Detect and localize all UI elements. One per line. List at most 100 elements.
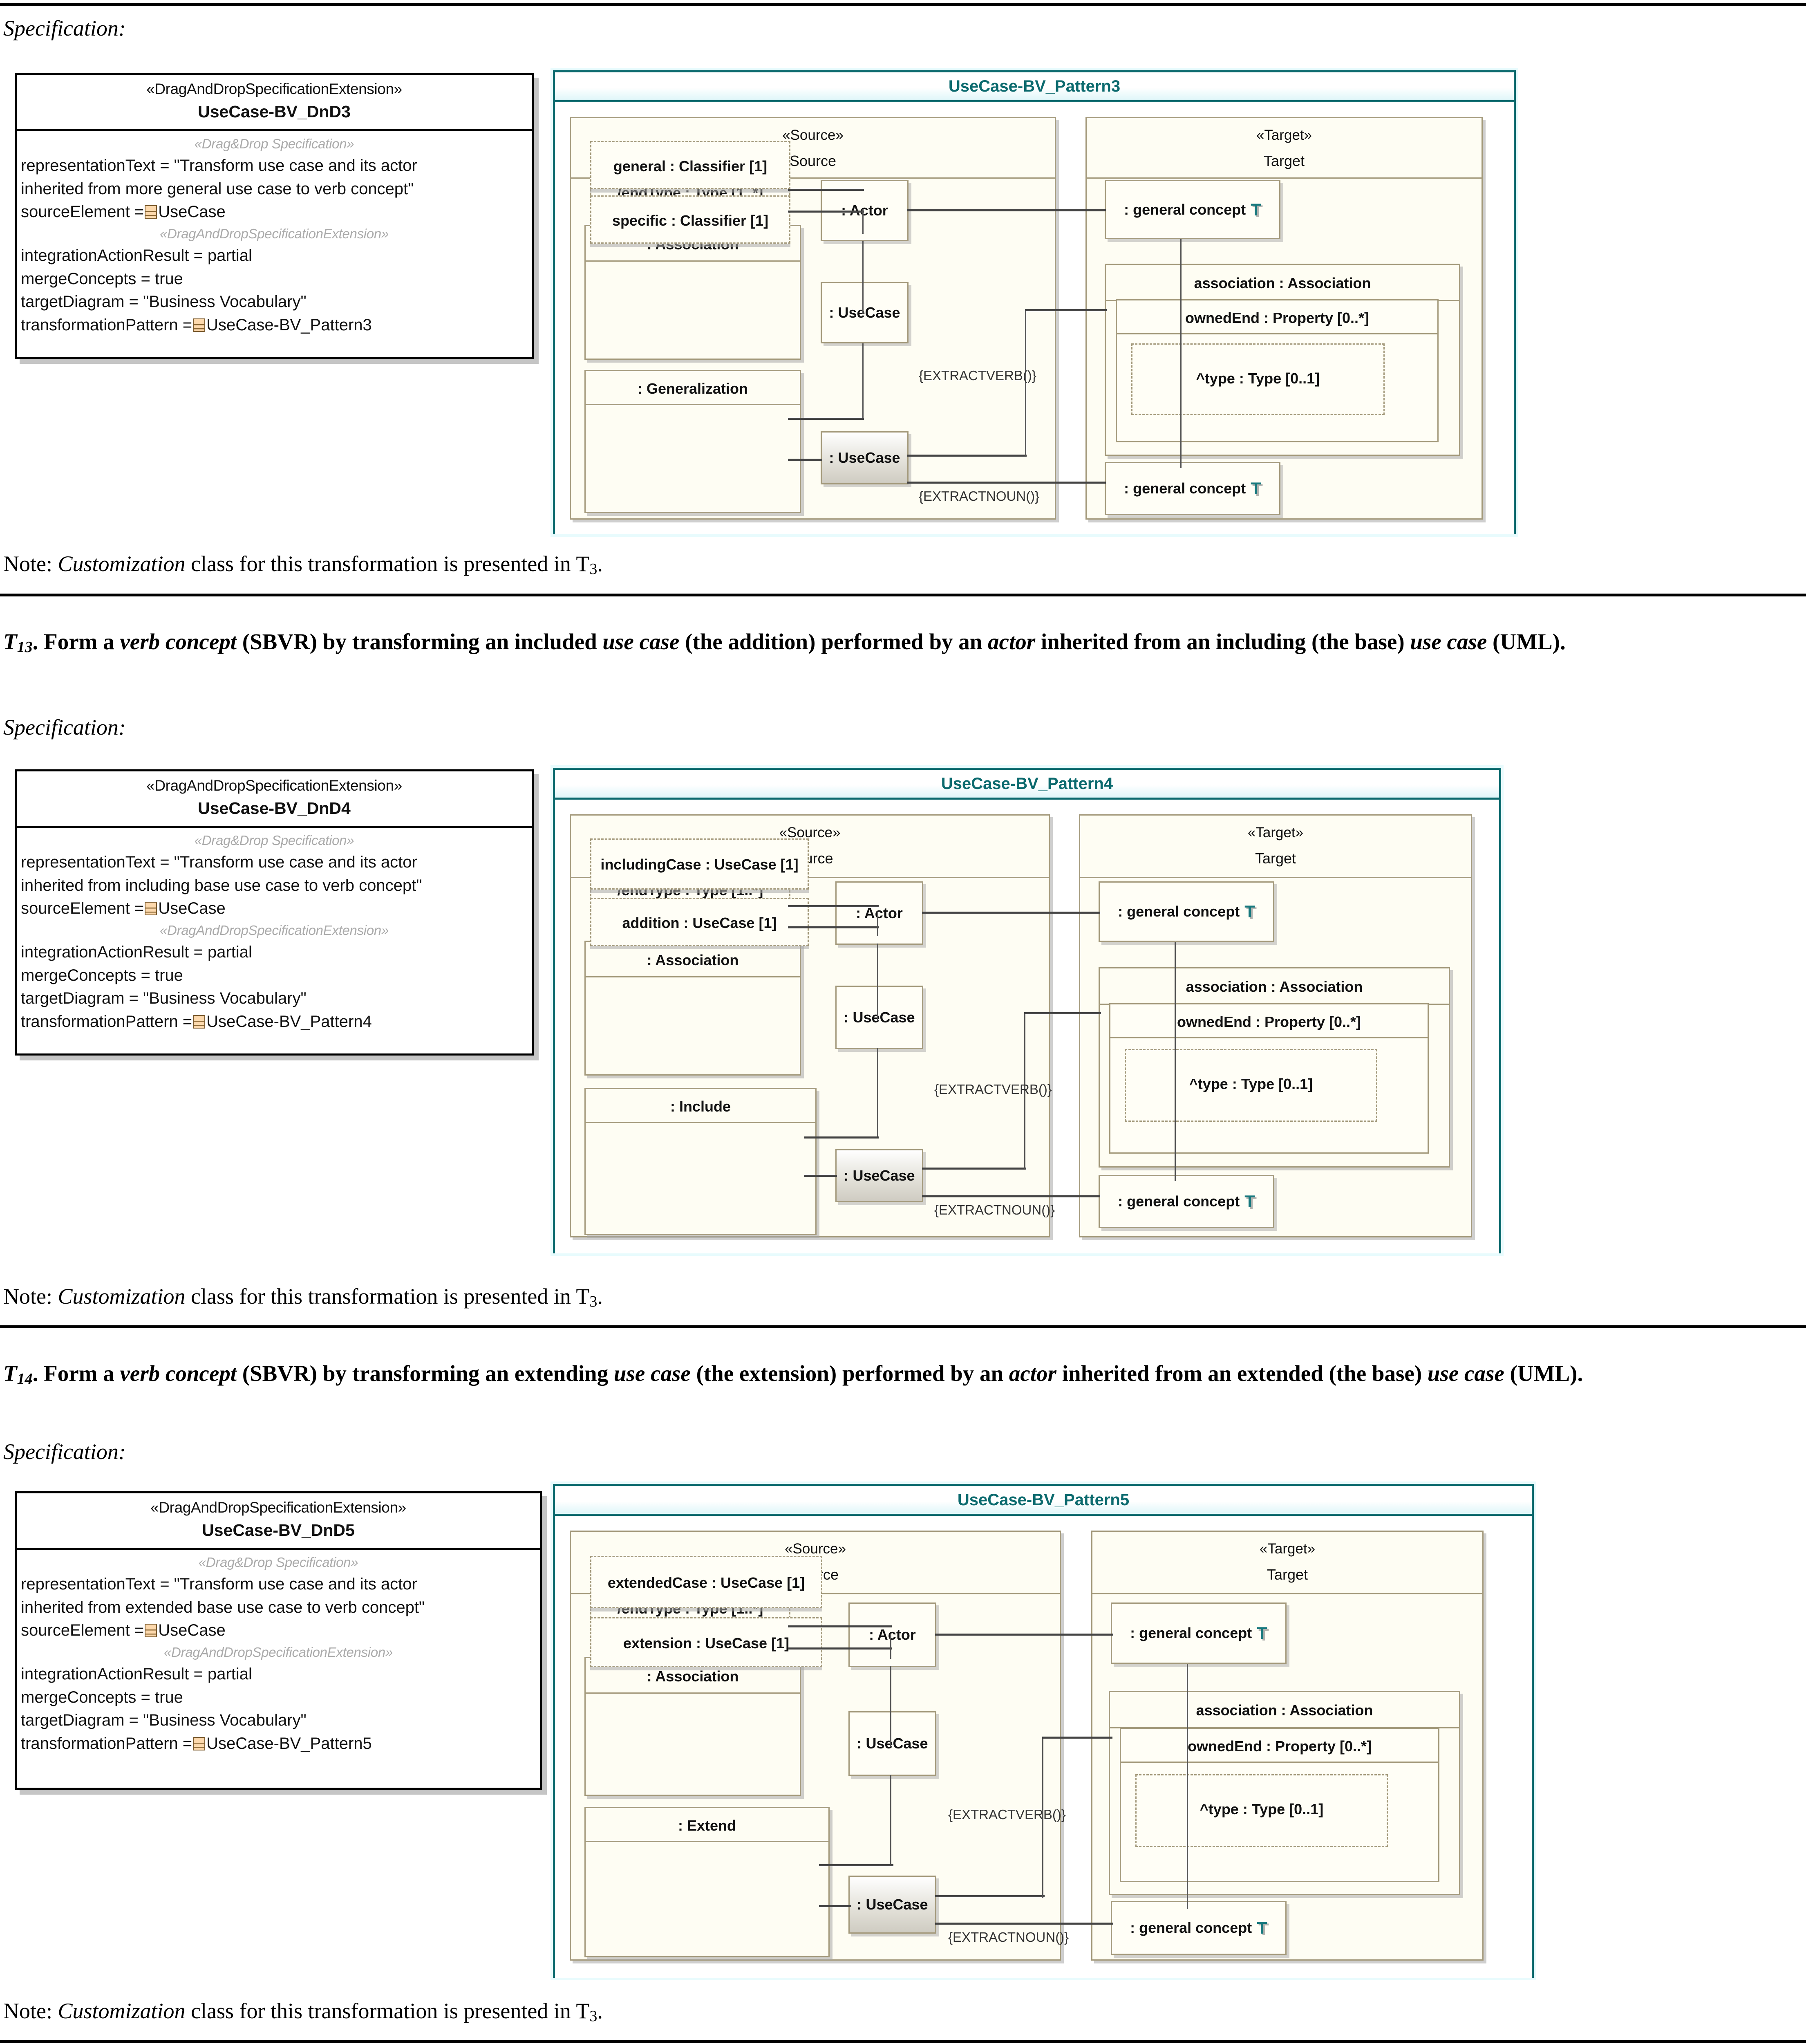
pattern-body-5: «Source» Source «Target» Target : Associ…	[555, 1516, 1532, 1978]
target-stereotype: «Target»	[1247, 825, 1304, 840]
relation-box-5: : Extend	[584, 1807, 830, 1957]
usecase-top-label: : UseCase	[844, 1009, 915, 1026]
general-concept-bottom-label: : general concept	[1130, 1919, 1252, 1936]
general-concept-bottom-3: : general concept T	[1105, 462, 1280, 515]
spec-group-stereotype-1: «Drag&Drop Specification»	[198, 1555, 358, 1570]
spec-group-stereotype-1: «Drag&Drop Specification»	[194, 833, 354, 848]
connector-usecase-to-extractverb	[922, 1168, 1026, 1170]
relation-attr-1-label: extendedCase : UseCase [1]	[607, 1574, 805, 1591]
connector-actor-down	[877, 944, 878, 1021]
spec-stereotype: «DragAndDropSpecificationExtension»	[150, 1499, 406, 1516]
note-line-2: Note: Customization class for this trans…	[3, 1284, 603, 1311]
general-concept-top-3: : general concept T	[1105, 180, 1280, 239]
connector-usecase-to-generalconcept	[922, 1195, 1100, 1197]
usecase-bottom-label: : UseCase	[844, 1167, 915, 1184]
note-line-1: Note: Customization class for this trans…	[3, 551, 603, 578]
connector-extractverb-vertical	[1025, 310, 1026, 456]
spec-class-box-dnd3: «DragAndDropSpecificationExtension» UseC…	[15, 73, 534, 359]
usecase-top-label: : UseCase	[829, 304, 900, 321]
note-rest: class for this transformation is present…	[185, 1284, 590, 1309]
connector-endtype-to-usecase	[788, 211, 864, 213]
spec-header-1: «DragAndDropSpecificationExtension» UseC…	[17, 75, 532, 132]
usecase-top-label: : UseCase	[857, 1735, 928, 1752]
relation-attr-2-4: addition : UseCase [1]	[590, 898, 809, 946]
target-name: Target	[1263, 152, 1305, 169]
source-stereotype: «Source»	[782, 127, 844, 143]
usecase-bottom-label: : UseCase	[857, 1896, 928, 1913]
actor-label: : Actor	[869, 1626, 916, 1643]
specification-label-2: Specification:	[3, 715, 126, 740]
horizontal-rule-top	[0, 3, 1806, 6]
connector-usecase-to-generalconcept	[907, 482, 1106, 484]
spec-attr-pattern-label: transformationPattern =	[21, 316, 192, 334]
actor-label: : Actor	[856, 904, 903, 921]
connector-extractverb-to-ownedend	[1024, 1012, 1101, 1014]
spec-attr-merge: mergeConcepts = true	[21, 269, 183, 288]
note-end: .	[597, 1284, 603, 1309]
note-line-3: Note: Customization class for this trans…	[3, 1998, 603, 2025]
pattern-diagram-4: UseCase-BV_Pattern4 «Source» Source «Tar…	[553, 768, 1501, 1253]
connector-actor-to-concept	[907, 209, 1106, 211]
spec-body-1: «Drag&Drop Specification» representation…	[17, 131, 532, 344]
specification-label-3: Specification:	[3, 1439, 126, 1464]
type-attr-label: ^type : Type [0..1]	[1189, 1076, 1313, 1092]
spec-attr-integration: integrationActionResult = partial	[21, 1665, 252, 1683]
type-attr-box-4: ^type : Type [0..1]	[1125, 1049, 1377, 1122]
horizontal-rule-2	[0, 1325, 1806, 1328]
connector-endtype-to-actor	[788, 1625, 892, 1627]
spec-attr-representation-line1: representationText = "Transform use case…	[21, 853, 417, 871]
usecase-node-top-5: : UseCase	[848, 1711, 936, 1776]
general-concept-top-5: : general concept T	[1111, 1602, 1287, 1664]
spec-group-stereotype-2: «DragAndDropSpecificationExtension»	[159, 226, 389, 242]
general-concept-top-label: : general concept	[1130, 1625, 1252, 1641]
connector-usecase-vertical	[877, 912, 878, 936]
connector-extendedcase	[819, 1864, 893, 1866]
type-attr-box-5: ^type : Type [0..1]	[1135, 1774, 1388, 1847]
spec-header-3: «DragAndDropSpecificationExtension» UseC…	[17, 1493, 540, 1550]
relation-title: : Include	[670, 1098, 731, 1115]
usecase-node-bottom-5: : UseCase	[848, 1876, 936, 1934]
owned-end-label: ownedEnd : Property [0..*]	[1177, 1013, 1361, 1030]
target-stereotype: «Target»	[1256, 127, 1312, 143]
spec-attr-representation-line2: inherited from extended base use case to…	[21, 1598, 425, 1616]
usecase-node-bottom-4: : UseCase	[835, 1149, 923, 1202]
target-name: Target	[1255, 850, 1296, 867]
source-stereotype: «Source»	[785, 1541, 846, 1557]
note-subscript: 3	[589, 2007, 598, 2025]
spec-attr-target-diagram: targetDiagram = "Business Vocabulary"	[21, 293, 307, 311]
spec-group-stereotype-2: «DragAndDropSpecificationExtension»	[163, 1645, 393, 1660]
spec-attr-representation-line2: inherited from more general use case to …	[21, 179, 414, 198]
spec-attr-merge: mergeConcepts = true	[21, 966, 183, 984]
spec-body-3: «Drag&Drop Specification» representation…	[17, 1550, 540, 1763]
association-box-5: : Association	[584, 1657, 801, 1796]
note-subscript: 3	[589, 1293, 598, 1310]
class-icon	[145, 1624, 157, 1638]
connector-endtype-to-actor	[788, 905, 879, 907]
owned-end-separator	[1117, 333, 1437, 334]
association-separator	[586, 260, 800, 262]
usecase-bottom-label: : UseCase	[829, 449, 900, 466]
spec-attr-representation-line1: representationText = "Transform use case…	[21, 156, 417, 175]
connector-general-classifier	[788, 418, 864, 420]
general-concept-top-label: : general concept	[1118, 903, 1240, 920]
spec-attr-source-element-value: UseCase	[158, 899, 226, 918]
task-subscript-t13: 13	[17, 638, 33, 656]
relation-title: : Extend	[678, 1817, 736, 1834]
verb-concept-icon: T	[1244, 902, 1255, 921]
spec-attr-merge: mergeConcepts = true	[21, 1688, 183, 1706]
connector-actor-down	[862, 241, 864, 314]
target-separator	[1080, 877, 1471, 878]
pattern-title-4: UseCase-BV_Pattern4	[555, 770, 1499, 800]
connector-extractverb-vertical	[1024, 1013, 1025, 1169]
association-box-3: : Association	[584, 225, 801, 360]
spec-class-box-dnd5: «DragAndDropSpecificationExtension» UseC…	[15, 1491, 542, 1790]
connector-endtype-to-actor	[788, 189, 864, 191]
relation-box-4: : Include	[584, 1088, 817, 1235]
association-separator	[586, 1692, 800, 1694]
type-attr-label: ^type : Type [0..1]	[1196, 370, 1320, 387]
relation-title: : Generalization	[637, 380, 748, 397]
source-name: Source	[789, 152, 837, 169]
general-concept-bottom-label: : general concept	[1118, 1193, 1240, 1210]
source-separator	[571, 177, 1055, 179]
spec-attr-transformation-pattern: transformationPattern = UseCase-BV_Patte…	[21, 314, 528, 337]
